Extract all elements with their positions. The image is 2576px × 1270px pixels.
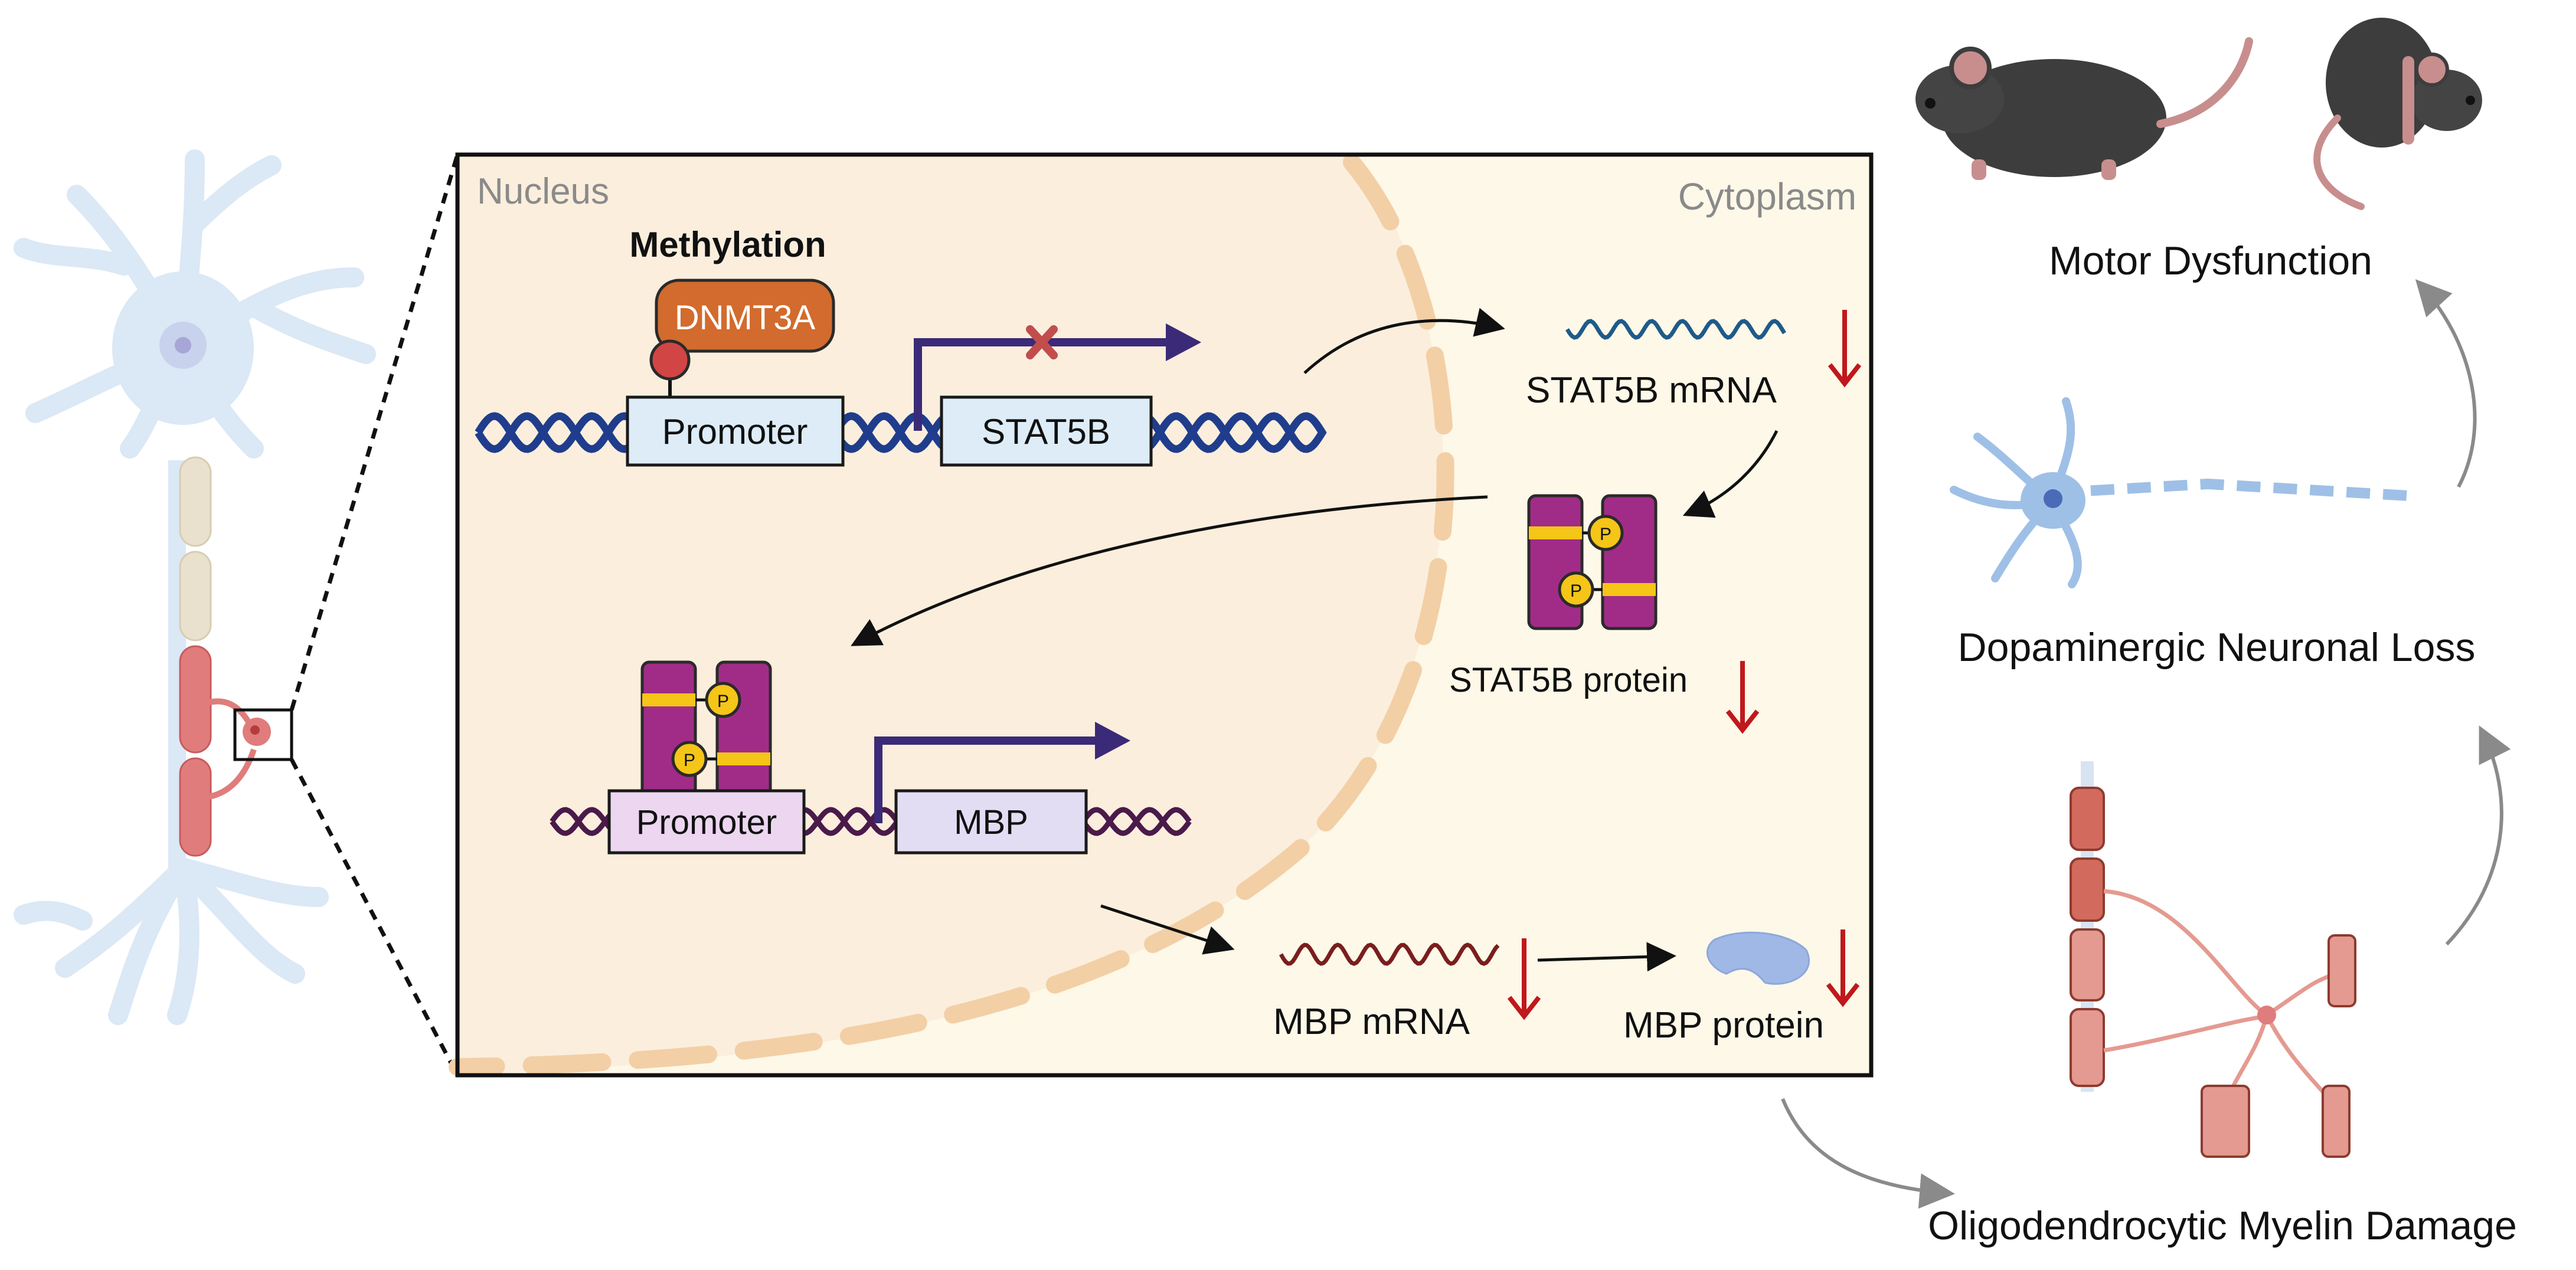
dopaminergic-loss-label: Dopaminergic Neuronal Loss (1958, 625, 2476, 670)
phospho-icon (1558, 571, 1594, 608)
phospho-icon (705, 682, 741, 718)
svg-text:P: P (1570, 581, 1582, 601)
promoter-box-1 (626, 395, 845, 467)
motor-dysfunction-label: Motor Dysfunction (2049, 238, 2372, 283)
methyl-group (649, 339, 691, 381)
down-arrow-icon (1828, 310, 1862, 388)
transcription-arrow-mbp (874, 737, 1101, 823)
stat5b-gene-box (940, 395, 1153, 467)
down-arrow-icon (1507, 938, 1541, 1020)
promoter-box-2 (607, 789, 806, 855)
nuclear-envelope (449, 153, 1454, 1076)
down-arrow-icon (1826, 929, 1860, 1007)
mbp-mrna-wave (1279, 942, 1500, 966)
phospho-icon (671, 741, 708, 777)
stat5b-protein-label: STAT5B protein (1449, 661, 1688, 699)
mouse-tremor-icon (2313, 18, 2482, 210)
methylation-label: Methylation (629, 225, 826, 264)
promoter-label-2: Promoter (636, 803, 777, 842)
flow-arrow-panel-to-myelin (1781, 1098, 1955, 1209)
neuron-illustration (14, 149, 376, 1025)
stat5b-gene-label: STAT5B (982, 412, 1110, 451)
stat5b-dimer-cytoplasm: P P (1527, 494, 1658, 630)
arrow-to-stat5b-protein (1682, 430, 1779, 518)
zoom-line-bottom (289, 758, 460, 1076)
nucleus-label: Nucleus (477, 171, 609, 212)
down-arrow-icon (1725, 661, 1760, 734)
inhibition-cross-icon (1026, 325, 1058, 359)
mbp-protein-shape (1707, 931, 1810, 985)
zoom-line-top (289, 153, 460, 711)
arrow-to-stat5b-mrna (1303, 307, 1505, 374)
myelin-damage-label: Oligodendrocytic Myelin Damage (1928, 1203, 2517, 1248)
svg-text:P: P (717, 692, 729, 711)
mbp-mrna-label: MBP mRNA (1273, 1001, 1470, 1042)
mbp-gene-box (894, 789, 1088, 855)
dopaminergic-neuron-icon (1950, 397, 2409, 588)
svg-text:P: P (684, 751, 695, 770)
arrow-to-nucleus (851, 495, 1488, 646)
mbp-protein-label: MBP protein (1623, 1005, 1824, 1046)
transcription-arrow-blocked (914, 338, 1178, 431)
mbp-gene-label: MBP (954, 803, 1028, 842)
stat5b-dimer-nucleus: P P (640, 660, 772, 801)
arrow-to-mbp-protein (1537, 942, 1676, 972)
promoter-label-1: Promoter (662, 412, 808, 451)
stat5b-mrna-wave (1565, 319, 1786, 340)
damaged-myelin-icon (2070, 761, 2356, 1158)
stat5b-mrna-label: STAT5B mRNA (1526, 370, 1777, 411)
flow-arrow-myelin-to-neuron (2445, 725, 2511, 946)
svg-text:P: P (1600, 525, 1611, 544)
mouse-walking-icon (1915, 37, 2253, 180)
cytoplasm-label: Cytoplasm (1678, 175, 1856, 218)
arrow-to-mbp-mrna (1100, 904, 1235, 955)
phospho-icon (1587, 515, 1624, 551)
flow-arrow-neuron-to-motor (2415, 279, 2477, 488)
dna-strand-stat5b (475, 412, 1327, 453)
dnmt3a-enzyme (655, 279, 835, 353)
dnmt3a-label: DNMT3A (675, 299, 816, 337)
